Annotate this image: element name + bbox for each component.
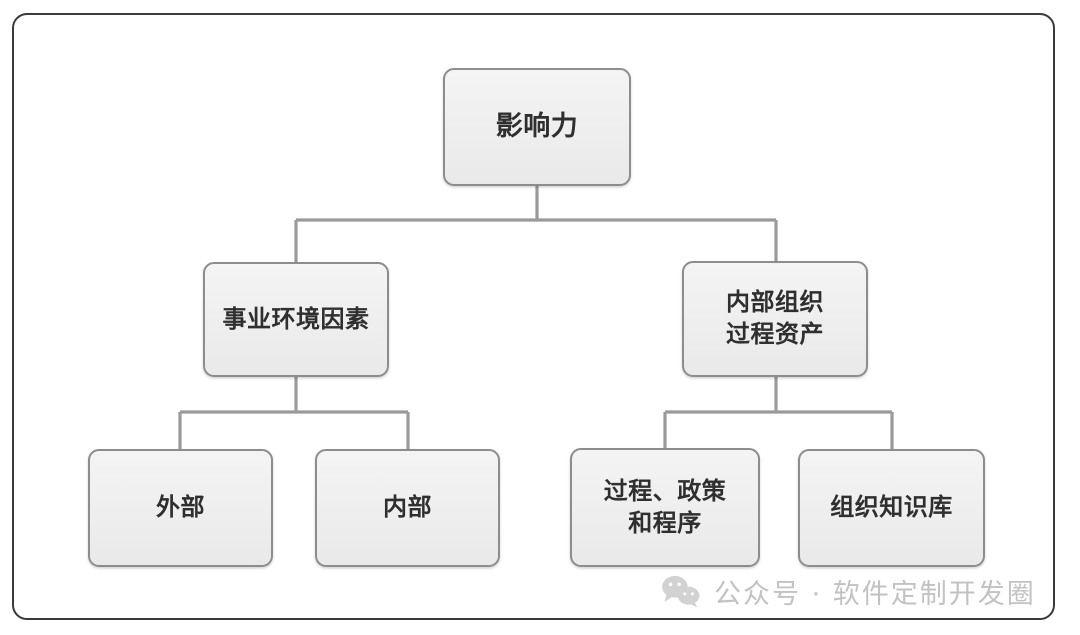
watermark-text: 公众号 · 软件定制开发圈 [714, 578, 1036, 610]
node-organizational-knowledge-base[interactable]: 组织知识库 [798, 449, 985, 567]
wechat-icon [662, 575, 700, 608]
node-internal[interactable]: 内部 [315, 449, 500, 567]
node-enterprise-environmental-factors[interactable]: 事业环境因素 [203, 262, 389, 377]
node-processes-policies-procedures[interactable]: 过程、政策 和程序 [570, 448, 760, 567]
node-organizational-process-assets[interactable]: 内部组织 过程资产 [682, 261, 868, 377]
node-influence[interactable]: 影响力 [443, 68, 631, 186]
node-external[interactable]: 外部 [88, 449, 273, 567]
watermark: 公众号 · 软件定制开发圈 [660, 571, 1036, 611]
